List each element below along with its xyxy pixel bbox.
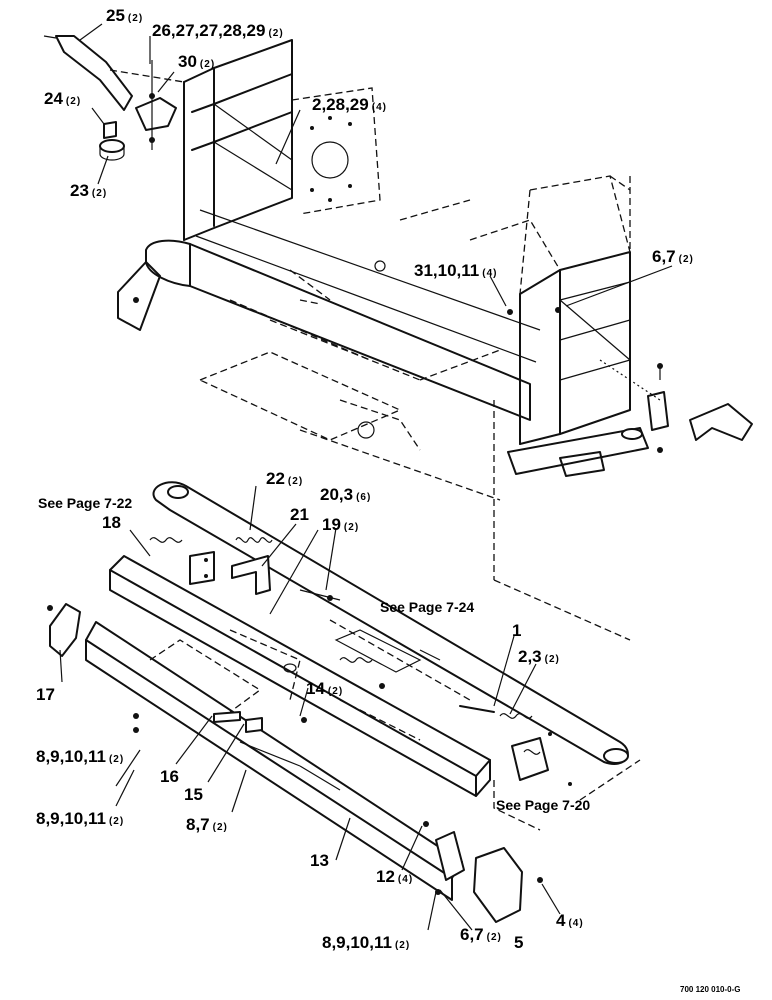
callout-1: 1 <box>512 621 521 640</box>
callout-labels: 25(2) 26,27,27,28,29(2) 30(2) 24(2) 23(2… <box>36 6 694 952</box>
callout-13: 13 <box>310 851 329 870</box>
callout-8-7: 8,7(2) <box>186 815 228 834</box>
callout-6-7-bottom: 6,7(2) <box>460 925 502 944</box>
callout-4: 4(4) <box>556 911 584 930</box>
callout-2-28-29: 2,28,29(4) <box>312 95 387 114</box>
callout-14: 14(2) <box>306 679 343 698</box>
upper-left-hardware <box>43 35 185 161</box>
callout-26: 26,27,27,28,29(2) <box>152 21 284 40</box>
callout-2-3: 2,3(2) <box>518 647 560 666</box>
callout-6-7-top: 6,7(2) <box>652 247 694 266</box>
callout-25: 25(2) <box>106 6 143 25</box>
callout-18: 18 <box>102 513 121 532</box>
page-references: See Page 7-22 See Page 7-24 See Page 7-2… <box>38 495 590 813</box>
callout-15: 15 <box>184 785 203 804</box>
callout-17: 17 <box>36 685 55 704</box>
callout-21: 21 <box>290 505 309 524</box>
callout-24: 24(2) <box>44 89 81 108</box>
see-page-7-20: See Page 7-20 <box>496 797 590 813</box>
callout-20-3: 20,3(6) <box>320 485 371 504</box>
drawing-number: 700 120 010-0-G <box>680 985 741 994</box>
callout-8-9-10-11-b: 8,9,10,11(2) <box>36 809 124 828</box>
callout-8-9-10-11-a: 8,9,10,11(2) <box>36 747 124 766</box>
lower-assembly <box>47 481 641 923</box>
callout-12: 12(4) <box>376 867 413 886</box>
see-page-7-24: See Page 7-24 <box>380 599 474 615</box>
right-hardware <box>507 307 753 453</box>
leader-lines <box>59 23 673 931</box>
callout-22: 22(2) <box>266 469 303 488</box>
see-page-7-22: See Page 7-22 <box>38 495 132 511</box>
callout-31-10-11: 31,10,11(4) <box>414 261 497 280</box>
callout-5: 5 <box>514 933 523 952</box>
callout-23: 23(2) <box>70 181 107 200</box>
callout-8-9-10-11-c: 8,9,10,11(2) <box>322 933 410 952</box>
upper-frame-assembly <box>117 39 649 641</box>
callout-16: 16 <box>160 767 179 786</box>
callout-19: 19(2) <box>322 515 359 534</box>
callout-30: 30(2) <box>178 52 215 71</box>
